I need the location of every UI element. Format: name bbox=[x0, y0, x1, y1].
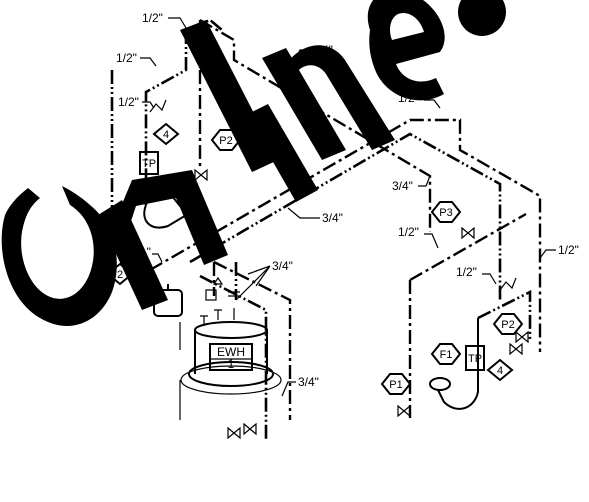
tag-f1-right-hex bbox=[430, 343, 462, 365]
size-label-upper-left: 1/2" bbox=[116, 51, 137, 65]
heater-top bbox=[194, 321, 268, 339]
size-label-right-fixture: 1/2" bbox=[456, 265, 477, 279]
leader-left-fixture bbox=[142, 101, 155, 109]
size-label-three-quarter-bottom: 3/4" bbox=[298, 375, 319, 389]
heater-relief-valve bbox=[205, 289, 217, 301]
tag-p2-upper-hex bbox=[210, 129, 242, 151]
watermark bbox=[1, 0, 506, 326]
size-label-heater-top: 3/4" bbox=[272, 259, 293, 273]
leader-three-quarter-center bbox=[287, 207, 320, 219]
tag-p3-hex bbox=[430, 201, 462, 223]
heater-label-box bbox=[209, 343, 253, 371]
branch-to-right-fixture bbox=[408, 212, 527, 418]
leader-three-quarter-top bbox=[293, 49, 310, 63]
watermark-letter-l bbox=[180, 20, 278, 172]
leader-right-fixture bbox=[482, 273, 497, 285]
heater-shutoff bbox=[212, 276, 240, 297]
watermark-letter-e bbox=[367, 0, 445, 101]
leader-one-inch bbox=[152, 253, 163, 263]
size-label-right-upper: 1/2" bbox=[398, 91, 419, 105]
main-hot-run bbox=[189, 132, 502, 300]
leader-far-right bbox=[539, 249, 556, 259]
heater-base-ring bbox=[188, 361, 274, 387]
watermark-letter-i bbox=[246, 104, 318, 202]
leader-three-quarter-mid bbox=[418, 175, 431, 187]
size-label-far-right: 1/2" bbox=[558, 243, 579, 257]
tag-p1: P1 bbox=[389, 379, 402, 391]
leader-heater-top bbox=[235, 265, 271, 301]
valve-p3 bbox=[461, 226, 475, 240]
upper-left-fixture-group bbox=[110, 18, 432, 232]
valve-right-1 bbox=[509, 342, 523, 356]
size-label-one-inch: 1" bbox=[140, 245, 151, 259]
tag-2-diamond bbox=[106, 262, 134, 286]
heater-shell bbox=[194, 330, 268, 374]
main-runs bbox=[149, 118, 542, 418]
valve-bottom-1 bbox=[227, 426, 241, 440]
fixture-tags: P2 F1 TP 4 P3 P2 F1 TP 4 P1 2 bbox=[106, 122, 524, 395]
tag-p2-right-hex bbox=[492, 313, 524, 335]
size-label-three-quarter-top: 3/4" bbox=[312, 43, 333, 57]
shower-head-right bbox=[429, 377, 451, 391]
shower-head-left bbox=[183, 202, 203, 214]
valve-p1 bbox=[397, 404, 411, 418]
tag-f1-right: F1 bbox=[440, 349, 453, 361]
heater-label-line2: 1 bbox=[228, 357, 235, 371]
watermark-letter-o bbox=[1, 186, 117, 326]
air-chamber-right bbox=[499, 277, 517, 291]
watermark-letter-n2 bbox=[262, 45, 395, 160]
heater-hot-riser bbox=[199, 262, 268, 440]
tag-p1-hex bbox=[380, 373, 412, 395]
water-heater-assembly: EWH 1 bbox=[153, 260, 292, 440]
tag-tp-right-box bbox=[465, 345, 485, 371]
heater-cold-riser bbox=[212, 260, 292, 420]
size-label-top: 1/2" bbox=[142, 11, 163, 25]
tag-2: 2 bbox=[117, 269, 123, 281]
hot-line-upper bbox=[144, 18, 223, 205]
tag-p3: P3 bbox=[439, 207, 452, 219]
valve-bottom-2 bbox=[243, 422, 257, 436]
watermark-dot bbox=[458, 0, 506, 36]
heater-label-line1: EWH bbox=[217, 345, 245, 359]
tag-p2-right: P2 bbox=[501, 319, 514, 331]
branch-right-hot bbox=[477, 289, 532, 340]
tag-p2-upper: P2 bbox=[219, 135, 232, 147]
tag-4-right-diamond bbox=[486, 358, 514, 382]
size-label-left-fixture: 1/2" bbox=[118, 95, 139, 109]
tag-4-upper-diamond bbox=[152, 122, 180, 146]
tag-4-upper: 4 bbox=[163, 129, 169, 141]
fixture-spout-left bbox=[143, 204, 189, 229]
valve-left-1 bbox=[194, 168, 208, 182]
leader-upper-left bbox=[140, 57, 157, 67]
pipe-size-labels: 1/2" 1/2" 1/2" 3/4" 1/2" 3/4" 3/4" 1/2" … bbox=[116, 11, 579, 397]
air-chamber-left bbox=[149, 99, 167, 113]
size-label-three-quarter-center: 3/4" bbox=[322, 211, 343, 225]
size-label-three-quarter-mid: 3/4" bbox=[392, 179, 413, 193]
fixture-spout-right bbox=[437, 372, 479, 410]
tag-4-right: 4 bbox=[497, 365, 503, 377]
tag-f1-upper: F1 bbox=[180, 191, 193, 203]
main-cold-run bbox=[149, 118, 542, 352]
leader-right-branch bbox=[424, 233, 439, 249]
tag-tp-upper: TP bbox=[142, 158, 156, 170]
valve-right-2 bbox=[515, 330, 529, 344]
size-label-right-branch: 1/2" bbox=[398, 225, 419, 239]
expansion-tank-top bbox=[160, 284, 176, 291]
leader-three-quarter-bottom bbox=[281, 381, 296, 397]
heater-drain-pan bbox=[180, 365, 282, 395]
right-fixture-group bbox=[397, 226, 529, 418]
leader-top bbox=[168, 17, 187, 29]
tag-tp-upper-box bbox=[139, 151, 159, 175]
hot-drop-left bbox=[110, 70, 131, 224]
cold-line-upper bbox=[198, 18, 432, 232]
tag-f1-upper-hex bbox=[170, 185, 202, 207]
valve-left-2 bbox=[121, 204, 133, 218]
heater-fitting-1 bbox=[200, 308, 235, 326]
leader-right-upper bbox=[424, 99, 441, 109]
tag-tp-right: TP bbox=[468, 353, 482, 365]
